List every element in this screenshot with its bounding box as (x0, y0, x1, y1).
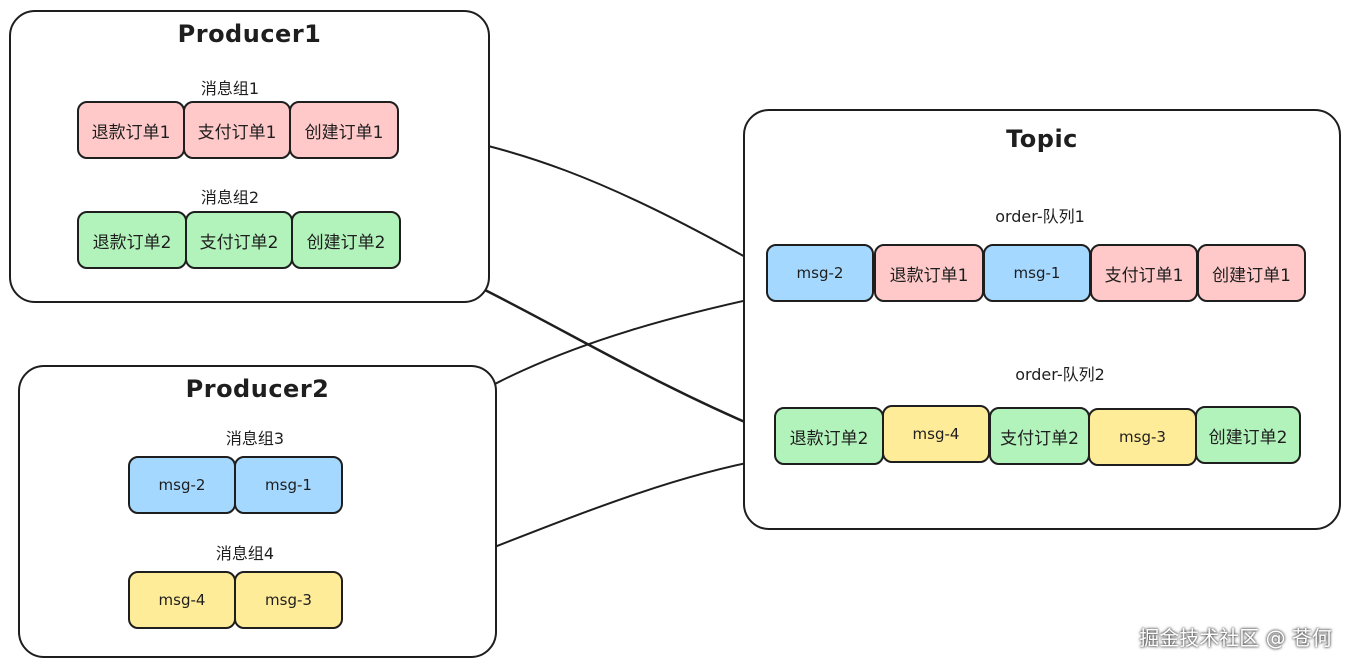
queue2-item-5: 创建订单2 (1195, 406, 1301, 464)
queue1-item-2: 退款订单1 (874, 244, 984, 302)
group2-item-2: 支付订单2 (185, 211, 293, 269)
producer2-title: Producer2 (185, 375, 330, 403)
queue2-item-1: 退款订单2 (774, 407, 884, 465)
group4-item-1: msg-4 (128, 571, 236, 629)
producer1-title: Producer1 (177, 20, 322, 48)
queue2-item-2: msg-4 (882, 405, 990, 463)
queue1-item-4: 支付订单1 (1090, 244, 1198, 302)
queue1-item-3: msg-1 (983, 244, 1091, 302)
queue1-label: order-队列1 (995, 207, 1085, 226)
group2-item-3: 创建订单2 (291, 211, 401, 269)
group4-item-2: msg-3 (234, 571, 343, 629)
group2-item-1: 退款订单2 (77, 211, 187, 269)
watermark: 掘金技术社区 @ 苍何 (1139, 626, 1332, 650)
group3-label: 消息组3 (225, 429, 285, 448)
queue2-item-3: 支付订单2 (989, 407, 1090, 465)
topic-title: Topic (1006, 125, 1078, 153)
group1-item-2: 支付订单1 (183, 101, 291, 159)
queue1-item-5: 创建订单1 (1197, 244, 1306, 302)
queue2-item-4: msg-3 (1088, 408, 1197, 466)
queue2-label: order-队列2 (1015, 365, 1105, 384)
group3-item-1: msg-2 (128, 456, 236, 514)
group1-item-1: 退款订单1 (77, 101, 185, 159)
topic-panel: Topic (743, 109, 1341, 530)
queue1-item-1: msg-2 (766, 244, 874, 302)
group1-label: 消息组1 (200, 79, 260, 98)
group4-label: 消息组4 (215, 544, 275, 563)
group2-label: 消息组2 (200, 188, 260, 207)
group1-item-3: 创建订单1 (289, 101, 399, 159)
group3-item-2: msg-1 (234, 456, 343, 514)
